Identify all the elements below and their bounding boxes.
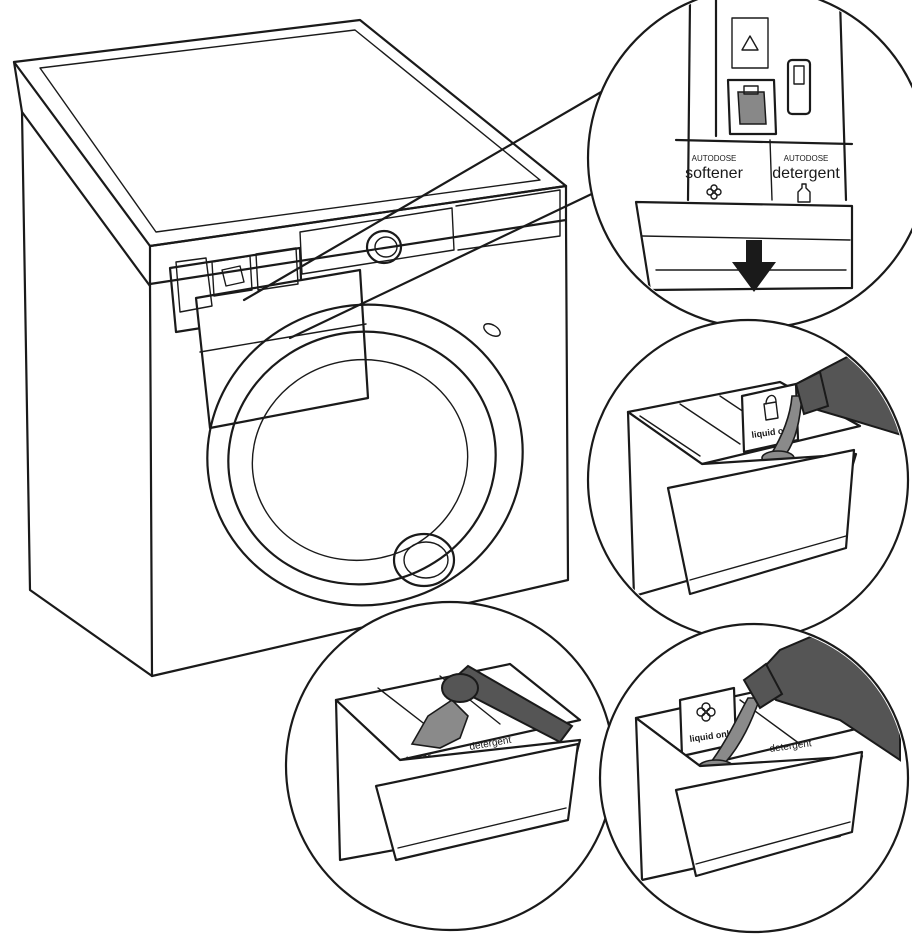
- step3-softener-liquid: [410, 698, 469, 749]
- door-glass: [251, 358, 469, 562]
- drawer-side: [175, 257, 213, 313]
- zoom-drawer-front: [634, 200, 854, 292]
- arrow-down-icon: [732, 240, 776, 292]
- bottle-icon: [797, 183, 811, 203]
- washing-machine: [12, 18, 570, 678]
- step-fill-softener: detergent liquid only: [598, 622, 910, 934]
- zoom-line-top: [242, 86, 610, 302]
- cartridge: [737, 91, 767, 125]
- drawer-detergent-slot: [255, 247, 299, 291]
- filter-cover: [392, 532, 456, 588]
- machine-left-edge: [12, 60, 152, 288]
- door-handle: [483, 323, 501, 337]
- zoom-detergent-label: detergent: [772, 165, 840, 182]
- warning-triangle-icon: [741, 35, 759, 51]
- zoom-detergent-brand: AUTODOSE: [784, 154, 829, 163]
- slider-switch: [786, 58, 812, 116]
- program-knob-inner: [374, 236, 398, 258]
- step-insert-softener: softener detergent: [284, 600, 616, 932]
- drawer-front-line: [199, 323, 367, 353]
- door-middle-ring: [227, 330, 497, 586]
- zoom-line-bottom: [288, 188, 602, 340]
- flower-icon: [706, 184, 722, 200]
- warning-tag: [731, 17, 769, 69]
- zoom-circle: AUTODOSE softener AUTODOSE detergent: [586, 0, 912, 330]
- drawer-softener-slot: [211, 255, 253, 297]
- program-knob: [365, 229, 403, 265]
- machine-top-inner: [39, 29, 541, 233]
- flower-icon: [696, 702, 716, 722]
- zoom-softener-label: softener: [685, 165, 743, 182]
- filter-cover-inner: [403, 541, 449, 579]
- machine-left-side: [20, 110, 154, 678]
- step2-bottle-cap: [794, 370, 830, 416]
- lock-icon: [763, 401, 779, 421]
- step3-nozzle: [446, 664, 574, 744]
- control-panel-right: [455, 189, 561, 251]
- step4-bottle-cap: [742, 662, 784, 710]
- drawer-cartridge: [221, 265, 245, 287]
- door-outer-ring: [206, 303, 524, 607]
- zoom-softener-brand: AUTODOSE: [692, 154, 737, 163]
- step-fill-detergent: softener liquid only: [586, 318, 910, 642]
- cartridge-holder: [726, 78, 778, 136]
